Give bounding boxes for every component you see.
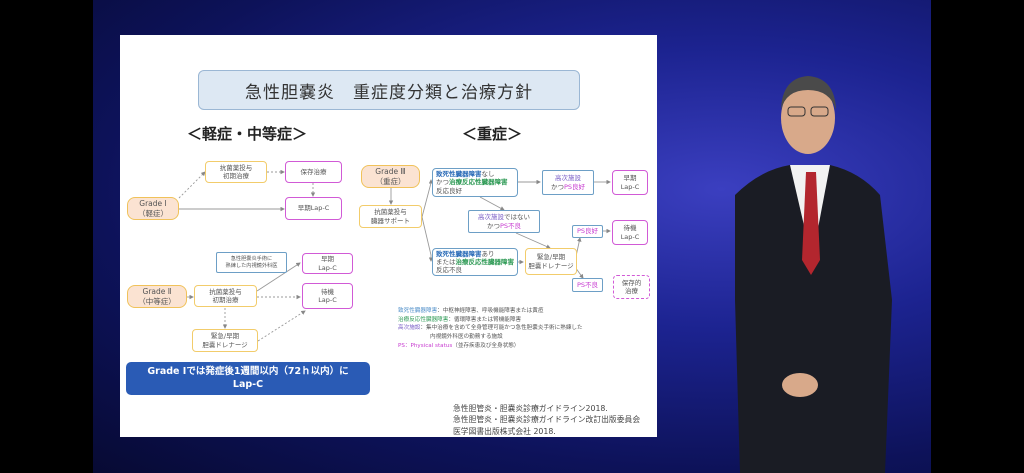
banner-line2: Lap-C — [232, 378, 264, 390]
drainage2-l2: 胆嚢ドレナージ — [202, 340, 248, 349]
term-responsive: 治療反応性臓器障害 — [449, 178, 508, 187]
delayed-lapc2-l2: Lap-C — [318, 296, 337, 304]
text-and: かつ — [436, 178, 449, 187]
note-line1: 急性胆嚢炎手術に — [230, 256, 273, 262]
grade2-box: Grade Ⅱ（中等症） — [127, 285, 187, 308]
note-term: 致死性臓器障害 — [398, 308, 438, 314]
and: かつ — [550, 182, 564, 191]
text-or: または — [436, 257, 456, 266]
grade3-box: Grade Ⅲ（重症） — [361, 165, 420, 188]
conservative3-box: 保存的治療 — [613, 275, 650, 299]
note-text: 内視鏡外科医の勤務する施設 — [430, 333, 503, 340]
delayed-lapc2-l1: 待機 — [321, 287, 334, 296]
no-fatal-organ-box: 致死性臓器障害なし かつ治療反応性臓器障害 反応良好 — [432, 168, 518, 197]
text-poor-response: 反応不良 — [436, 266, 462, 275]
delayed3-l1: 待機 — [623, 224, 637, 233]
text-none: なし — [481, 170, 495, 179]
conservative1-box: 保存治療 — [285, 161, 342, 183]
grade1-label: Grade Ⅰ — [139, 199, 167, 209]
note-term: PS：Physical status — [398, 342, 453, 349]
definitions-notes: 致死性臓器障害：中枢神経障害、呼吸機能障害または黄疸 治療反応性臓器障害：循環障… — [398, 307, 583, 350]
heading-severe: ＜重症＞ — [462, 125, 523, 143]
high-facility: 高次施設 — [555, 174, 581, 183]
ps-poor-box: PS不良 — [572, 278, 603, 292]
ps-good: PS良好 — [563, 182, 586, 191]
early-lapc2-l2: Lap-C — [318, 263, 337, 272]
abx2-box: 抗菌薬投与初期治療 — [194, 285, 257, 307]
delayed3-l2: Lap-C — [620, 232, 640, 241]
note-line2: 熟練した内視鏡外科医 — [225, 262, 278, 269]
citation: 急性胆管炎・胆嚢炎診療ガイドライン2018. 急性胆管炎・胆嚢炎診療ガイドライン… — [453, 403, 640, 437]
abx2-line2: 初期治療 — [212, 296, 239, 304]
and2: かつ — [486, 221, 500, 230]
ps-good-box: PS良好 — [572, 225, 603, 238]
drainage3-l1: 緊急/早期 — [536, 253, 566, 262]
grade3-sub: （重症） — [375, 176, 406, 186]
text-present: あり — [481, 249, 495, 258]
term-fatal2: 致死性臓器障害 — [436, 249, 482, 258]
grade3-label: Grade Ⅲ — [375, 167, 406, 177]
fatal-organ-box: 致死性臓器障害あり または治療反応性臓器障害 反応不良 — [432, 248, 518, 276]
citation-line: 急性胆管炎・胆嚢炎診療ガイドライン改訂出版委員会 — [453, 415, 641, 425]
not: ではない — [504, 213, 530, 222]
cons3-l1: 保存的 — [621, 278, 642, 287]
abx1-box: 抗菌薬投与初期治療 — [205, 161, 267, 183]
grade2-sub: （中等症） — [138, 296, 176, 306]
abx1-line1: 抗菌薬投与 — [219, 163, 253, 172]
note-text: ：中枢神経障害、呼吸機能障害または黄疸 — [437, 308, 544, 314]
slide-title: 急性胆嚢炎 重症度分類と治療方針 — [198, 70, 580, 110]
surgeon-note-box: 急性胆嚢炎手術に熟練した内視鏡外科医 — [216, 252, 287, 273]
presentation-slide: 急性胆嚢炎 重症度分類と治療方針 ＜軽症・中等症＞ ＜重症＞ Grade Ⅰ（軽… — [120, 35, 657, 437]
abx1-line2: 初期治療 — [223, 172, 249, 180]
drainage3-box: 緊急/早期胆嚢ドレナージ — [525, 248, 577, 275]
flow-arrows — [178, 169, 611, 342]
early-l1: 早期 — [623, 174, 637, 183]
grade1-sub: （軽症） — [138, 208, 168, 218]
high-ps-good-box: 高次施設かつPS良好 — [542, 170, 594, 195]
citation-line: 急性胆管炎・胆嚢炎診療ガイドライン2018. — [453, 404, 608, 413]
abx2-line1: 抗菌薬投与 — [209, 287, 242, 296]
note-term: 治療反応性臓器障害 — [398, 316, 449, 323]
support-l2: 臓器サポート — [371, 216, 410, 225]
high-facility2: 高次施設 — [478, 213, 504, 222]
note-text: ：循環障害または腎機能障害 — [448, 316, 522, 323]
note-text: ：集中治療を含めて全身管理可能かつ急性胆嚢炎手術に熟練した — [420, 325, 583, 332]
grade2-label: Grade Ⅱ — [142, 287, 172, 297]
text-good-response: 反応良好 — [436, 186, 462, 195]
ps-poor-text: PS不良 — [499, 221, 522, 230]
citation-line: 医学図書出版株式会社 2018. — [453, 426, 556, 436]
drainage2-box: 緊急/早期胆嚢ドレナージ — [192, 329, 258, 352]
note-term: 高次施設 — [398, 325, 421, 332]
banner-line1: Grade Ⅰでは発症後1週間以内（72ｈ以内）に — [147, 366, 349, 378]
support-box: 抗菌薬投与臓器サポート — [359, 205, 422, 228]
grade1-box: Grade Ⅰ（軽症） — [127, 197, 179, 220]
support-l1: 抗菌薬投与 — [374, 208, 407, 217]
heading-mild-moderate: ＜軽症・中等症＞ — [187, 125, 308, 143]
early-lapc2-l1: 早期 — [321, 255, 334, 264]
early-l2: Lap-C — [620, 182, 640, 191]
drainage3-l2: 胆嚢ドレナージ — [528, 261, 574, 270]
early-lapc1-box: 早期Lap-C — [285, 197, 342, 220]
note-text: （並存疾患及び全身状態） — [452, 342, 520, 349]
term-responsive2: 治療反応性臓器障害 — [455, 257, 515, 266]
cons3-l2: 治療 — [625, 287, 638, 295]
drainage2-l1: 緊急/早期 — [210, 332, 240, 341]
not-high-facility-box: 高次施設ではないかつPS不良 — [468, 210, 540, 233]
term-fatal: 致死性臓器障害 — [436, 170, 482, 179]
